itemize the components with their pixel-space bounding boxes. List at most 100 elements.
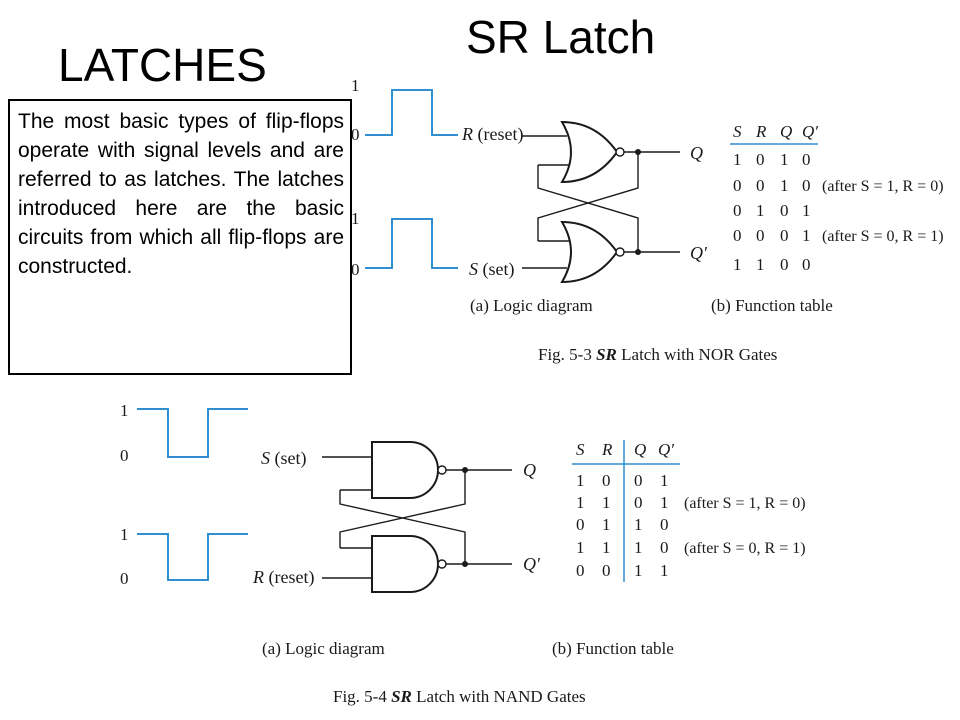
nand-figure-caption: Fig. 5-4 SR Latch with NAND Gates (333, 687, 586, 706)
slide-title: SR Latch (466, 11, 656, 63)
intro-text-box: The most basic types of flip-flops opera… (8, 99, 352, 375)
nand-latch-figure: 1 0 1 0 S (set) R (reset) Q Q′ (120, 401, 806, 706)
nor-table-cell: 0 (733, 176, 742, 195)
nor-qbar-label: Q′ (690, 243, 708, 263)
nor-reset-label: R (reset) (461, 124, 523, 145)
nor-set-level-high: 1 (351, 209, 360, 228)
nor-table-cell: 0 (756, 226, 765, 245)
nor-gate-top-bubble (615, 147, 625, 157)
nand-table-cell: 0 (576, 561, 585, 580)
nor-q-label: Q (690, 143, 703, 163)
nor-table-cell: 0 (756, 150, 765, 169)
nand-table-header: S (576, 440, 585, 459)
nand-table-header: Q′ (658, 440, 674, 459)
nand-table-cell: 1 (576, 493, 585, 512)
nor-reset-level-low: 0 (351, 125, 360, 144)
nor-qbar-junction (635, 249, 641, 255)
nor-table-cell: 0 (733, 226, 742, 245)
nor-table-header: S (733, 122, 742, 141)
nand-table-note: (after S = 1, R = 0) (684, 495, 806, 512)
nor-table-cell: 0 (802, 255, 811, 274)
nor-table-header: Q′ (802, 122, 818, 141)
nor-table-cell: 1 (733, 255, 742, 274)
nor-table-cell: 1 (733, 150, 742, 169)
nand-table-cell: 1 (602, 515, 611, 534)
nor-table-header: R (755, 122, 767, 141)
nand-table-cell: 1 (576, 471, 585, 490)
nand-table-note: (after S = 0, R = 1) (684, 540, 806, 557)
nor-figure-caption: Fig. 5-3 SR Latch with NOR Gates (538, 345, 777, 364)
nand-gate-bottom (371, 535, 439, 593)
nand-table-cell: 1 (634, 538, 643, 557)
nor-caption-logic-diagram: (a) Logic diagram (470, 296, 593, 315)
nor-latch-figure: 1 0 1 0 R (reset) S (set) Q Q′ (351, 76, 944, 364)
nand-table-cell: 1 (602, 493, 611, 512)
nand-q-label: Q (523, 460, 536, 480)
nor-q-junction (635, 149, 641, 155)
nand-table-cell: 1 (634, 561, 643, 580)
nand-caption-logic-diagram: (a) Logic diagram (262, 639, 385, 658)
nand-caption-function-table: (b) Function table (552, 639, 674, 658)
nor-table-cell: 1 (756, 255, 765, 274)
nand-cross-wire-2 (339, 470, 466, 548)
nand-gate-top-bubble (437, 465, 447, 475)
nand-table-cell: 0 (634, 471, 643, 490)
nor-reset-level-high: 1 (351, 76, 360, 95)
nand-qbar-label: Q′ (523, 554, 541, 574)
nor-table-note: (after S = 1, R = 0) (822, 178, 944, 195)
nand-set-level-high: 1 (120, 401, 129, 420)
nor-table-cell: 1 (780, 150, 789, 169)
nand-gate-top (371, 441, 439, 499)
nor-reset-waveform (365, 89, 458, 136)
nor-table-cell: 0 (780, 226, 789, 245)
nand-set-level-low: 0 (120, 446, 129, 465)
nor-table-cell: 0 (780, 255, 789, 274)
nand-set-waveform (137, 408, 248, 458)
nand-table-cell: 1 (602, 538, 611, 557)
nor-gate-bottom-bubble (615, 247, 625, 257)
nand-qbar-junction (462, 561, 468, 567)
nor-table-cell: 0 (802, 176, 811, 195)
nand-table-header: Q (634, 440, 646, 459)
nand-reset-level-high: 1 (120, 525, 129, 544)
nor-set-level-low: 0 (351, 260, 360, 279)
nor-cross-wire-2 (537, 152, 639, 241)
nand-table-cell: 0 (660, 538, 669, 557)
intro-text: The most basic types of flip-flops opera… (18, 110, 344, 278)
nand-function-table: S R Q Q′ 1 0 0 1 1 1 0 1 (after S = 1, R… (572, 440, 806, 582)
nand-table-cell: 1 (660, 561, 669, 580)
nand-table-cell: 1 (660, 493, 669, 512)
slide-subtitle: LATCHES (58, 39, 267, 91)
nand-table-cell: 1 (634, 515, 643, 534)
nand-reset-label: R (reset) (252, 567, 314, 588)
nor-caption-function-table: (b) Function table (711, 296, 833, 315)
nor-table-cell: 1 (802, 226, 811, 245)
nor-table-cell: 1 (780, 176, 789, 195)
nor-table-cell: 0 (802, 150, 811, 169)
nand-q-junction (462, 467, 468, 473)
nand-table-cell: 0 (660, 515, 669, 534)
nand-table-cell: 0 (602, 471, 611, 490)
nand-reset-waveform (137, 533, 248, 581)
nand-gate-bottom-bubble (437, 559, 447, 569)
nor-table-cell: 0 (733, 201, 742, 220)
nand-set-label: S (set) (261, 448, 306, 469)
nor-table-header: Q (780, 122, 792, 141)
nor-table-note: (after S = 0, R = 1) (822, 228, 944, 245)
nand-table-header: R (601, 440, 613, 459)
nand-reset-level-low: 0 (120, 569, 129, 588)
nor-function-table: S R Q Q′ 1 0 1 0 0 0 1 0 (after S = 1, R… (730, 122, 944, 274)
nor-table-cell: 1 (756, 201, 765, 220)
nor-set-label: S (set) (469, 259, 514, 280)
nor-gate-bottom (560, 220, 619, 284)
nor-table-cell: 0 (780, 201, 789, 220)
nand-table-cell: 0 (602, 561, 611, 580)
nor-gate-top (560, 120, 619, 184)
nand-table-cell: 1 (660, 471, 669, 490)
nor-table-cell: 0 (756, 176, 765, 195)
nor-set-waveform (365, 218, 458, 269)
nand-table-cell: 0 (634, 493, 643, 512)
nand-table-cell: 1 (576, 538, 585, 557)
nand-table-cell: 0 (576, 515, 585, 534)
